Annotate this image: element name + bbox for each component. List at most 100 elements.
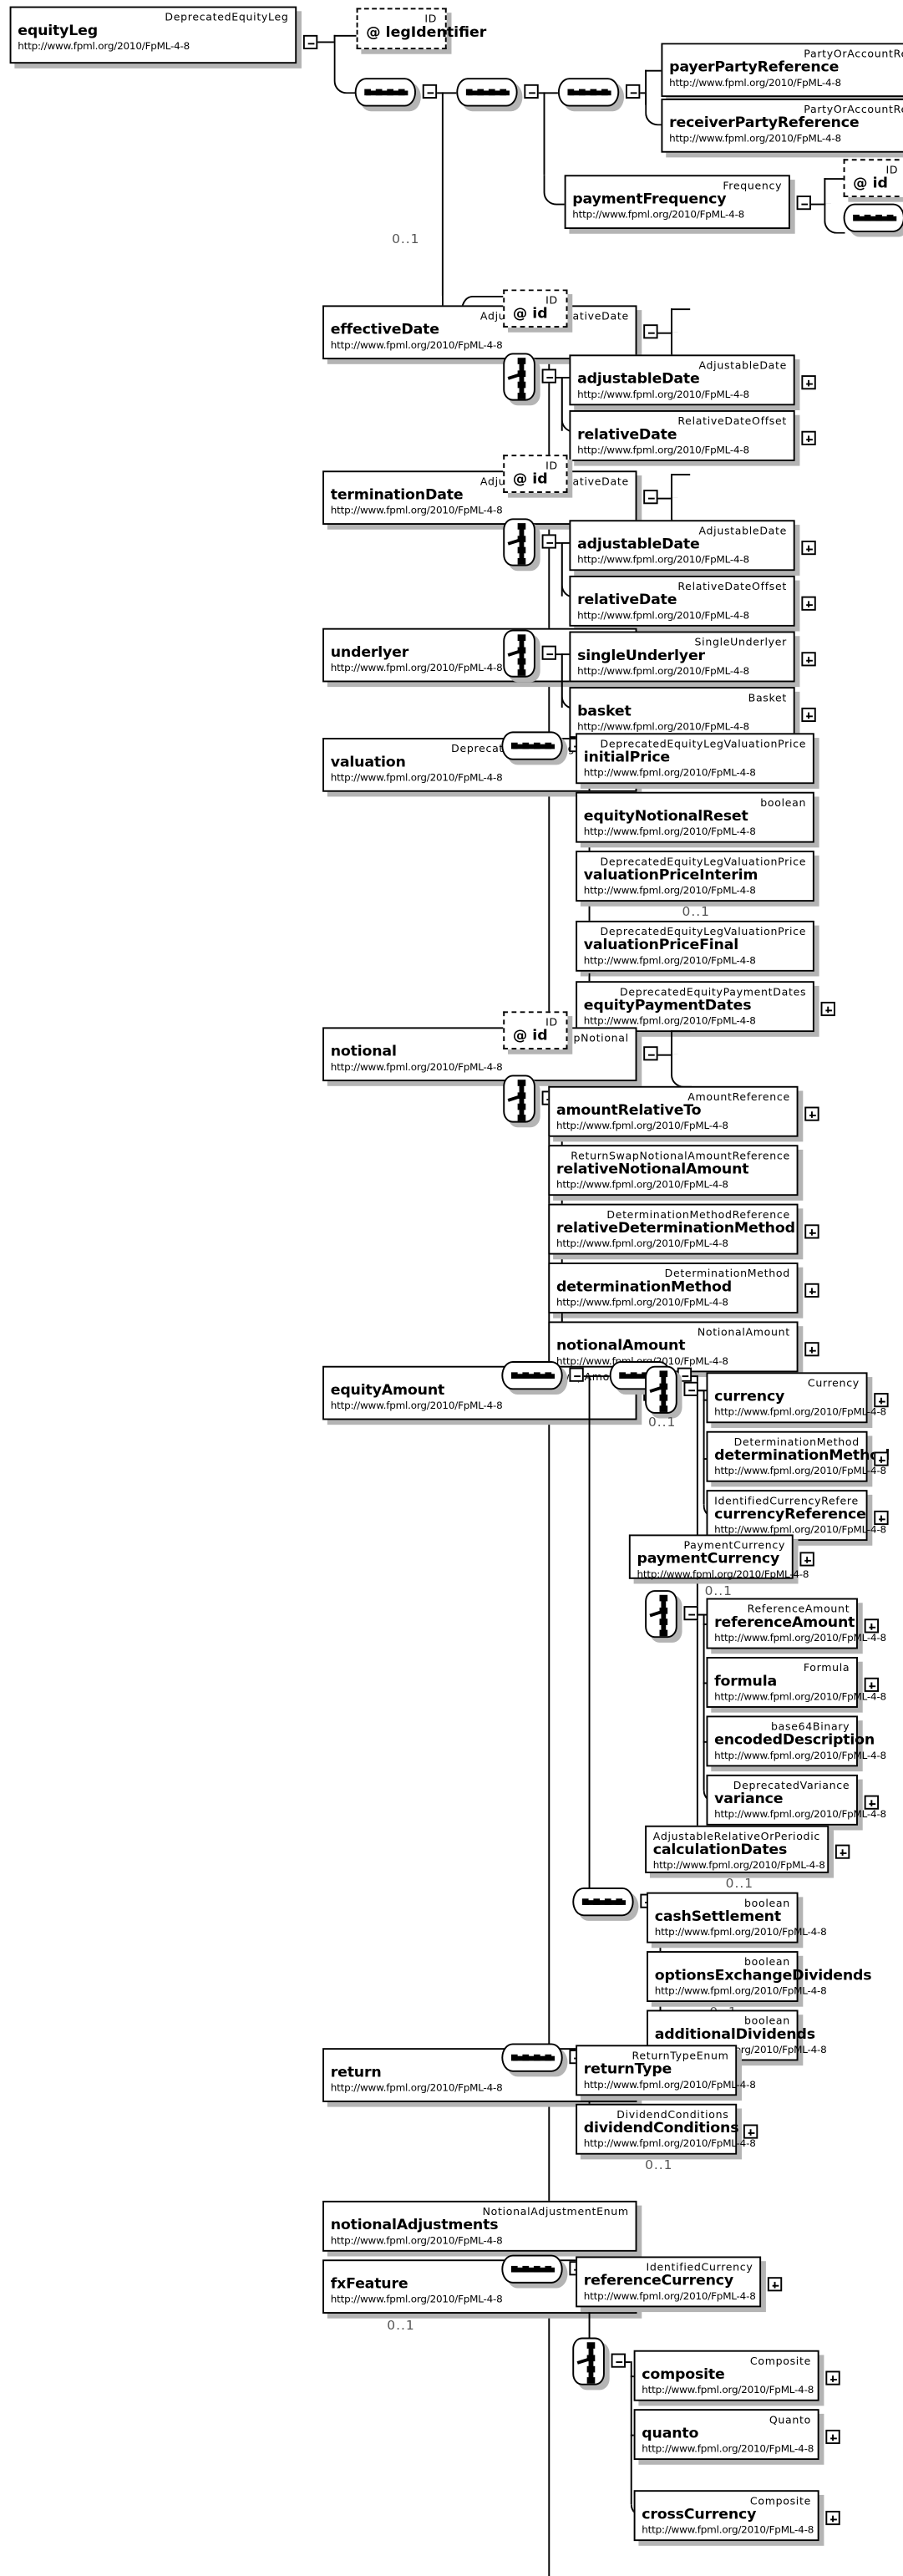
toggle-sequence-equityAmount-inner[interactable] — [677, 1367, 692, 1382]
element-box-currency[interactable]: Currency currency http://www.fpml.org/20… — [706, 1372, 886, 1424]
toggle-amountRelativeTo[interactable] — [804, 1106, 819, 1121]
element-box-currencyReference[interactable]: IdentifiedCurrencyReference currencyRefe… — [706, 1490, 886, 1542]
sequence-compositor-3[interactable] — [557, 78, 620, 107]
choice-compositor-underlyer[interactable] — [503, 629, 535, 678]
toggle-referenceAmount[interactable] — [864, 1618, 880, 1633]
sequence-compositor-valuation[interactable] — [501, 731, 563, 760]
toggle-composite[interactable] — [825, 2370, 840, 2385]
toggle-referenceCurrency[interactable] — [767, 2277, 783, 2292]
sequence-compositor-1[interactable] — [354, 78, 417, 107]
element-box-encodedDescription[interactable]: base64Binary encodedDescription http://w… — [706, 1715, 886, 1767]
element-box-equityNotionalReset[interactable]: boolean equityNotionalReset http://www.f… — [576, 791, 814, 843]
element-box-receiverPartyReference[interactable]: PartyOrAccountReference receiverPartyRef… — [661, 98, 903, 153]
attribute-box-id-paymentFrequency[interactable]: ID @ id — [843, 159, 903, 197]
element-box-initialPrice[interactable]: DeprecatedEquityLegValuationPrice initia… — [576, 733, 814, 785]
toggle-quanto[interactable] — [825, 2429, 840, 2445]
element-box-effectiveDate[interactable]: AdjustableOrRelativeDate effectiveDate h… — [322, 305, 637, 360]
element-box-crossCurrency[interactable]: Composite crossCurrency http://www.fpml.… — [633, 2490, 819, 2542]
choice-compositor-fxFeature[interactable] — [572, 2337, 605, 2385]
element-box-adjustableDate-termination[interactable]: AdjustableDate adjustableDate http://www… — [569, 520, 795, 572]
toggle-dividendConditions[interactable] — [743, 2124, 758, 2139]
element-box-formula[interactable]: Formula formula http://www.fpml.org/2010… — [706, 1657, 886, 1708]
choice-compositor-notional[interactable] — [503, 1075, 535, 1123]
toggle-basket[interactable] — [801, 707, 816, 723]
toggle-sequence-equityAmount[interactable] — [569, 1367, 584, 1382]
toggle-currencyReference[interactable] — [874, 1510, 889, 1526]
element-box-calculationDates[interactable]: AdjustableRelativeOrPeriodicDates calcul… — [645, 1825, 829, 1873]
sequence-compositor-fxFeature[interactable] — [501, 2254, 563, 2284]
toggle-relativeDate-termination[interactable] — [801, 596, 816, 611]
toggle-choice-equityAmount-value[interactable] — [683, 1606, 698, 1621]
toggle-choice-terminationDate[interactable] — [541, 534, 556, 549]
element-box-paymentFrequency[interactable]: Frequency paymentFrequency http://www.fp… — [564, 175, 790, 230]
element-box-valuationPriceInterim[interactable]: DeprecatedEquityLegValuationPrice valuat… — [576, 851, 814, 902]
toggle-equityLeg[interactable] — [302, 34, 318, 49]
element-box-relativeNotionalAmount[interactable]: ReturnSwapNotionalAmountReference relati… — [548, 1145, 799, 1197]
element-box-returnType[interactable]: ReturnTypeEnum returnType http://www.fpm… — [576, 2045, 756, 2096]
element-box-referenceAmount[interactable]: ReferenceAmount referenceAmount http://w… — [706, 1598, 886, 1649]
choice-compositor-equityAmount-value[interactable] — [645, 1590, 677, 1639]
toggle-sequence-3[interactable] — [625, 84, 641, 99]
attribute-box-id-effectiveDate[interactable]: ID @ id — [503, 289, 568, 328]
toggle-sequence-1[interactable] — [422, 84, 438, 99]
toggle-equityPaymentDates[interactable] — [820, 1001, 835, 1017]
element-box-equityLeg[interactable]: DeprecatedEquityLeg equityLeg http://www… — [9, 6, 297, 64]
attribute-box-id-notional[interactable]: ID @ id — [503, 1011, 568, 1050]
element-box-basket[interactable]: Basket basket http://www.fpml.org/2010/F… — [569, 687, 795, 739]
toggle-relativeDate-effective[interactable] — [801, 430, 816, 445]
element-box-quanto[interactable]: Quanto quanto http://www.fpml.org/2010/F… — [633, 2409, 819, 2461]
element-box-terminationDate[interactable]: AdjustableOrRelativeDate terminationDate… — [322, 470, 637, 526]
element-box-cashSettlement[interactable]: boolean cashSettlement http://www.fpml.o… — [647, 1892, 827, 1943]
element-box-notionalAmount[interactable]: NotionalAmount notionalAmount http://www… — [548, 1321, 799, 1373]
toggle-variance[interactable] — [864, 1795, 880, 1810]
element-box-notional[interactable]: ReturnSwapNotional notional http://www.f… — [322, 1027, 637, 1082]
toggle-determinationMethod-notional[interactable] — [804, 1283, 819, 1298]
toggle-adjustableDate-termination[interactable] — [801, 541, 816, 556]
element-box-determinationMethod-equityAmount[interactable]: DeterminationMethod determinationMethod … — [706, 1430, 890, 1482]
toggle-sequence-2[interactable] — [524, 84, 539, 99]
toggle-calculationDates[interactable] — [835, 1844, 850, 1859]
sequence-compositor-paymentFrequency[interactable] — [843, 203, 903, 232]
attribute-box-id-terminationDate[interactable]: ID @ id — [503, 455, 568, 493]
element-box-referenceCurrency[interactable]: IdentifiedCurrency referenceCurrency htt… — [576, 2256, 762, 2308]
element-box-relativeDate-termination[interactable]: RelativeDateOffset relativeDate http://w… — [569, 575, 795, 627]
sequence-compositor-settlement[interactable] — [572, 1887, 634, 1917]
element-box-relativeDeterminationMethod[interactable]: DeterminationMethodReference relativeDet… — [548, 1203, 799, 1255]
toggle-choice-underlyer[interactable] — [541, 645, 556, 660]
element-box-paymentCurrency[interactable]: PaymentCurrency paymentCurrency http://w… — [628, 1534, 809, 1581]
element-box-relativeDate-effective[interactable]: RelativeDateOffset relativeDate http://w… — [569, 409, 795, 461]
toggle-currency[interactable] — [874, 1393, 889, 1408]
toggle-paymentFrequency[interactable] — [796, 196, 811, 211]
element-box-valuationPriceFinal[interactable]: DeprecatedEquityLegValuationPrice valuat… — [576, 920, 814, 972]
toggle-terminationDate[interactable] — [643, 490, 658, 505]
element-box-optionsExchangeDividends[interactable]: boolean optionsExchangeDividends http://… — [647, 1951, 872, 2002]
toggle-relativeDeterminationMethod[interactable] — [804, 1224, 819, 1239]
element-box-singleUnderlyer[interactable]: SingleUnderlyer singleUnderlyer http://w… — [569, 631, 795, 683]
sequence-compositor-return[interactable] — [501, 2043, 563, 2072]
toggle-choice-effectiveDate[interactable] — [541, 368, 556, 384]
toggle-paymentCurrency[interactable] — [799, 1552, 814, 1567]
toggle-notional[interactable] — [643, 1046, 658, 1061]
toggle-effectiveDate[interactable] — [643, 324, 658, 339]
toggle-formula[interactable] — [864, 1677, 880, 1692]
toggle-crossCurrency[interactable] — [825, 2510, 840, 2526]
element-box-equityAmount[interactable]: ReturnSwapAmount equityAmount http://www… — [322, 1365, 637, 1420]
toggle-adjustableDate-effective[interactable] — [801, 375, 816, 390]
element-box-notionalAdjustments[interactable]: NotionalAdjustmentEnum notionalAdjustmen… — [322, 2200, 637, 2252]
toggle-choice-currency[interactable] — [683, 1381, 698, 1396]
element-box-amountRelativeTo[interactable]: AmountReference amountRelativeTo http://… — [548, 1085, 799, 1137]
choice-compositor-terminationDate[interactable] — [503, 518, 535, 567]
element-box-equityPaymentDates[interactable]: DeprecatedEquityPaymentDates equityPayme… — [576, 981, 814, 1033]
toggle-singleUnderlyer[interactable] — [801, 652, 816, 667]
element-box-composite[interactable]: Composite composite http://www.fpml.org/… — [633, 2350, 819, 2401]
attribute-box-legIdentifier[interactable]: ID @ legIdentifier — [356, 8, 486, 49]
element-box-determinationMethod-notional[interactable]: DeterminationMethod determinationMethod … — [548, 1263, 799, 1313]
toggle-notionalAmount[interactable] — [804, 1342, 819, 1357]
choice-compositor-effectiveDate[interactable] — [503, 353, 535, 401]
sequence-compositor-2[interactable] — [456, 78, 518, 107]
sequence-compositor-equityAmount[interactable] — [501, 1361, 563, 1390]
element-box-dividendConditions[interactable]: DividendConditions dividendConditions ht… — [576, 2103, 756, 2155]
element-box-variance[interactable]: DeprecatedVariance variance http://www.f… — [706, 1774, 886, 1826]
choice-compositor-currency[interactable] — [645, 1365, 677, 1414]
toggle-choice-fxFeature[interactable] — [611, 2353, 626, 2368]
